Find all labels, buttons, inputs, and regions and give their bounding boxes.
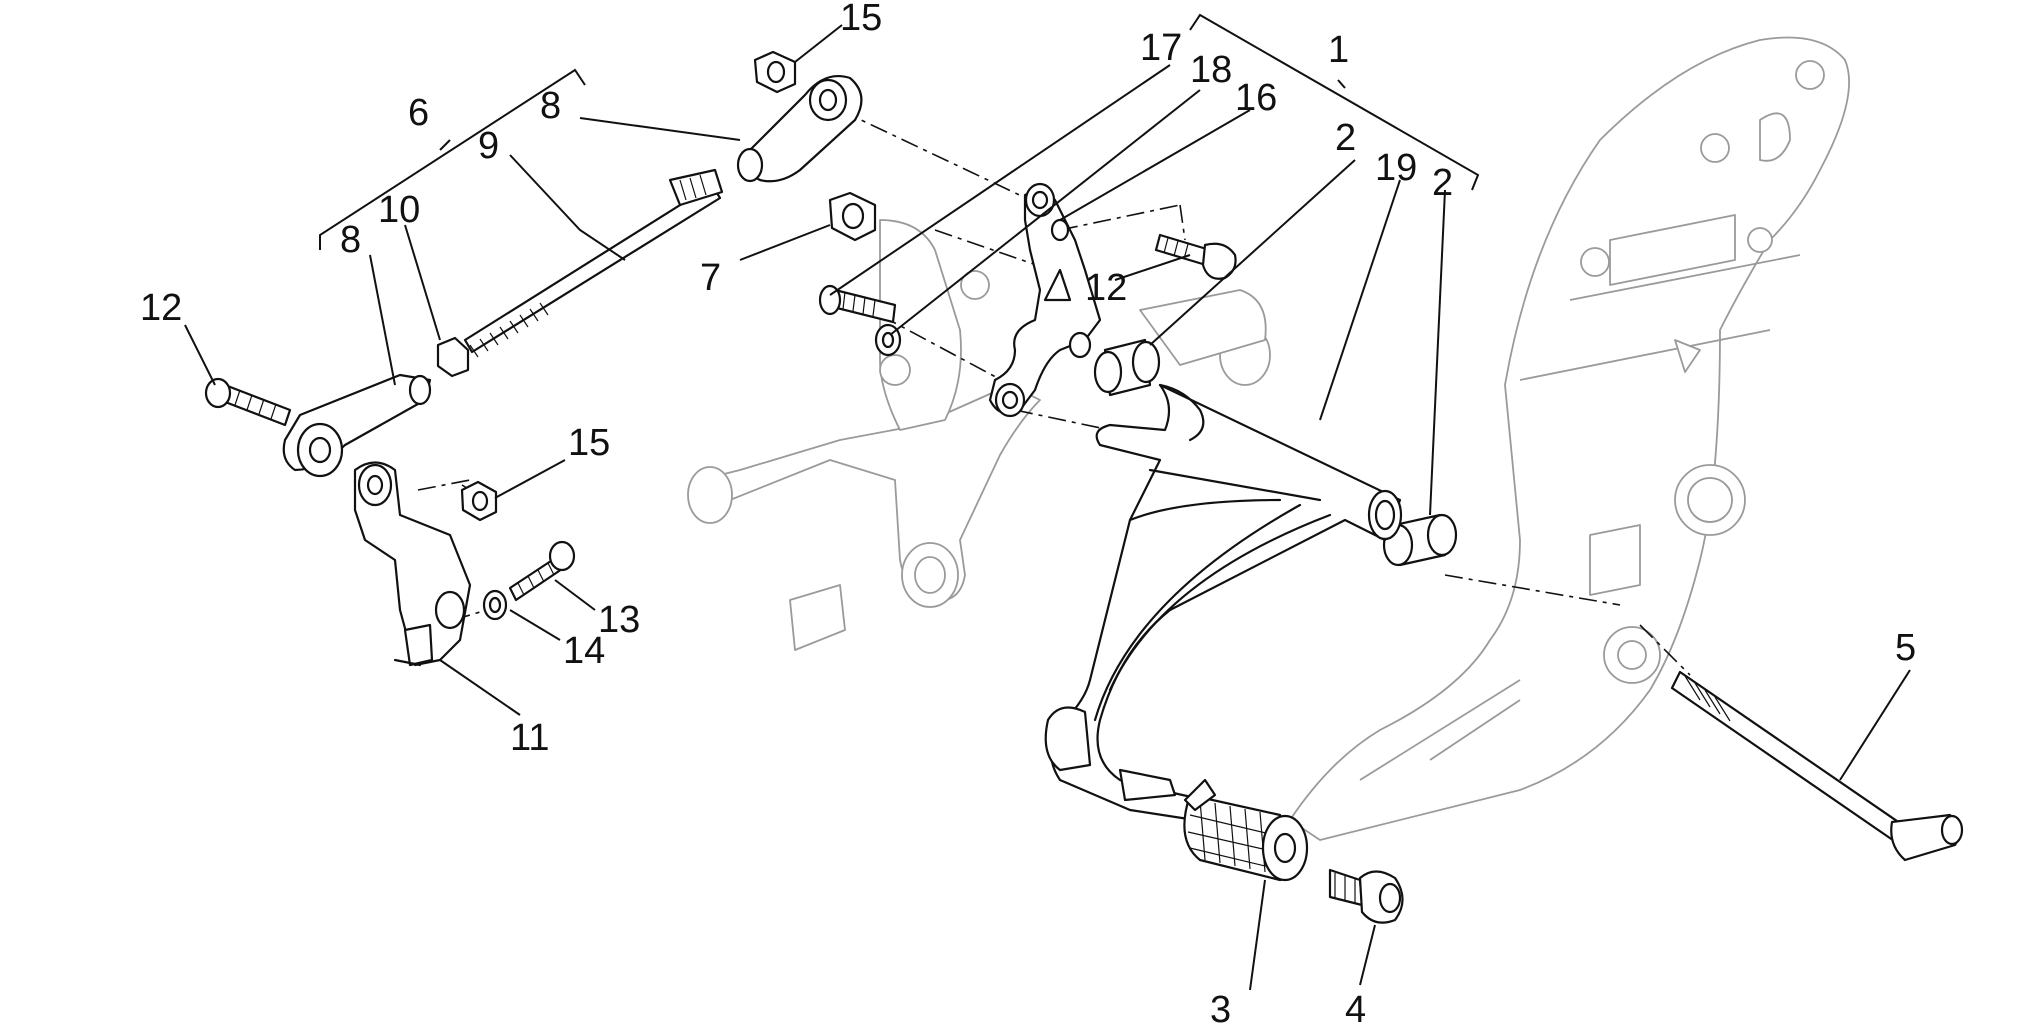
long-bolt-part-5 [1670,670,1964,862]
washer-part-14 [482,589,508,621]
callout-2-right: 2 [1432,162,1453,204]
callout-15-lower: 15 [568,422,610,464]
callout-11: 11 [510,717,549,759]
callout-14: 14 [563,630,605,672]
callout-8-top: 8 [540,85,561,127]
callout-9: 9 [478,125,499,167]
nut-part-10 [436,336,470,378]
callout-7: 7 [700,257,721,299]
assembly-bracket-1 [1189,13,1480,191]
callout-8-lower: 8 [340,219,361,261]
rod-end-part-8-lower [282,373,432,478]
callout-15-top: 15 [840,0,882,39]
bolt-part-12-left [204,377,292,427]
callout-5: 5 [1895,627,1916,669]
gear-lever-part-19 [1044,383,1403,822]
leader-lines [184,24,1911,991]
callout-12-right: 12 [1085,267,1127,309]
gearbox-lever-part-11 [353,461,472,667]
bushing-part-2-left [1093,338,1161,397]
callout-1: 1 [1328,29,1349,71]
rod-end-part-8-top [736,74,863,183]
callout-17: 17 [1140,27,1182,69]
nut-part-15-lower [460,480,498,522]
lever-bracket-part-1 [988,182,1102,418]
assembly-bracket-6 [319,68,586,250]
swingarm-ghost [687,219,1271,651]
callout-4: 4 [1345,989,1366,1029]
callout-16: 16 [1235,77,1277,119]
bolt-part-13 [508,540,576,602]
footpeg-rubber-part-3 [1183,778,1309,882]
frame-plate-ghost [1289,36,1850,841]
callout-10: 10 [378,189,420,231]
callout-2-left: 2 [1335,117,1356,159]
callout-12-left: 12 [140,287,182,329]
spacer-part-16 [1050,218,1070,242]
callout-18: 18 [1190,49,1232,91]
nut-part-7 [828,191,877,242]
callout-19: 19 [1375,147,1417,189]
bolt-part-17 [818,284,897,324]
nut-part-15-top [753,50,797,94]
callout-6: 6 [408,92,429,134]
footpeg-bolt-part-4 [1328,868,1404,924]
callout-13: 13 [598,599,640,641]
bolt-part-12-right [1154,233,1237,280]
callout-3: 3 [1210,989,1231,1029]
threaded-rod-part-9 [463,168,724,358]
